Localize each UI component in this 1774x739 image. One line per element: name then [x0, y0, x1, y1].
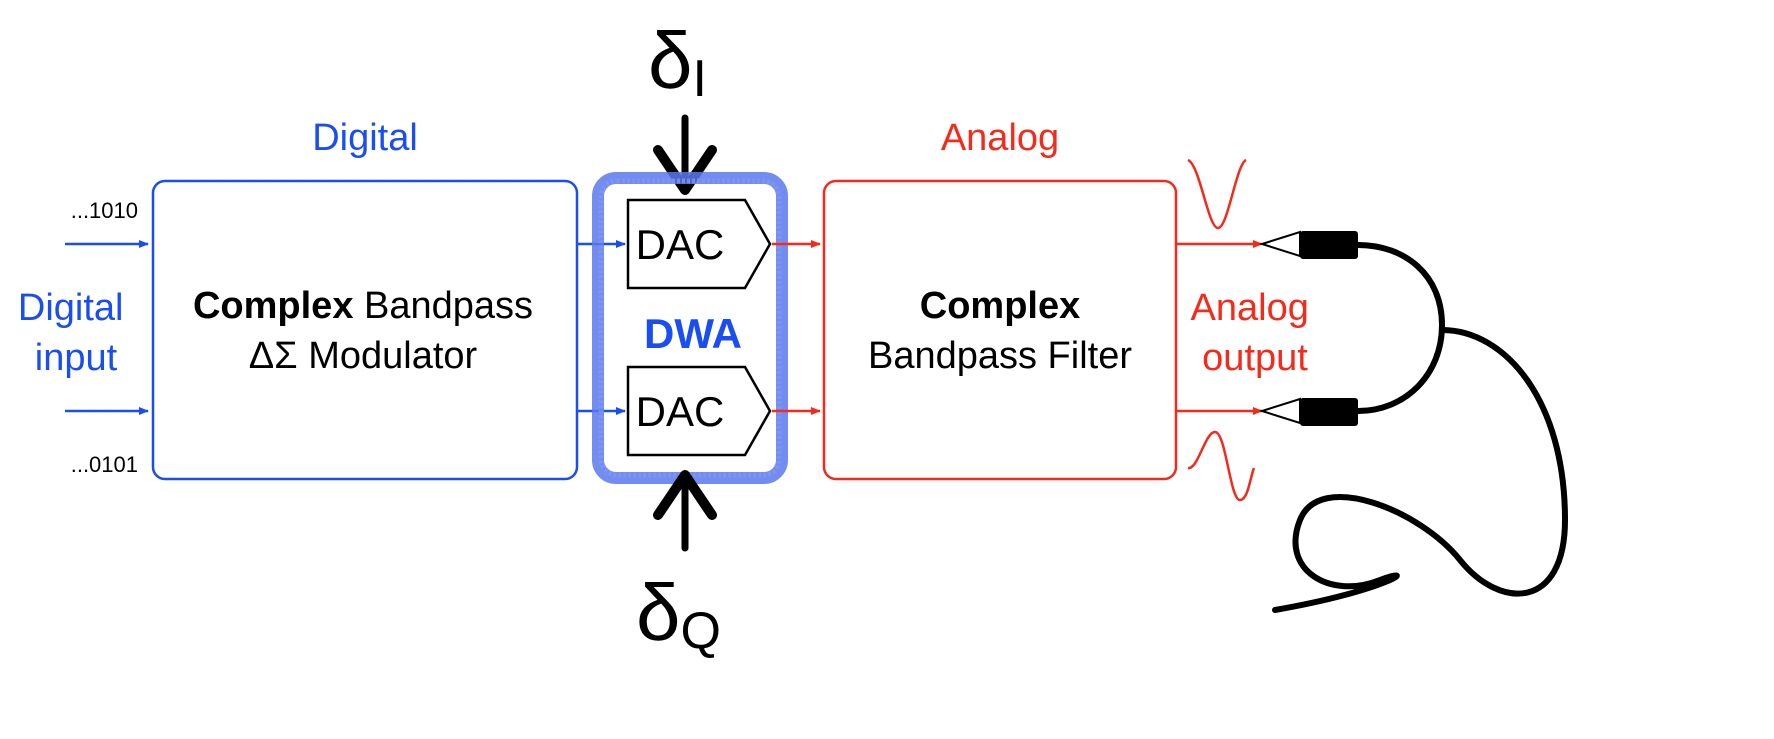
delta-q-arrow: [653, 470, 717, 552]
delta-i-subscript: I: [693, 50, 707, 108]
dac-bottom: DAC: [626, 365, 772, 457]
dac-top: DAC: [626, 198, 772, 290]
dac-top-label: DAC: [636, 221, 725, 268]
delta-i-label: δI: [648, 16, 707, 108]
analog-output-label: Analog output: [1191, 287, 1320, 379]
connector-plug-bottom: [1258, 397, 1358, 426]
modulator-label-line1: Complex Bandpass: [193, 285, 533, 327]
output-waveform-top: [1187, 158, 1247, 230]
bits-bottom-label: ...0101: [71, 452, 138, 477]
bits-top-label: ...1010: [71, 198, 138, 223]
output-waveform-bottom: [1187, 430, 1256, 502]
modulator-block: [151, 179, 579, 481]
filter-label-line2: Bandpass Filter: [868, 335, 1132, 377]
output-cable: [1272, 242, 1568, 613]
analog-header: Analog: [941, 117, 1059, 159]
modulator-label-line2: ΔΣ Modulator: [249, 335, 478, 377]
dac-bottom-label: DAC: [636, 388, 725, 435]
connector-plug-top: [1258, 230, 1358, 259]
bandpass-filter-block: [822, 179, 1178, 481]
digital-input-label: Digital input: [18, 287, 134, 379]
delta-q-label: δQ: [636, 568, 721, 660]
filter-label-line1: Complex: [920, 285, 1080, 327]
digital-header: Digital: [312, 117, 418, 159]
dwa-label: DWA: [644, 310, 742, 357]
delta-q-subscript: Q: [681, 602, 721, 660]
